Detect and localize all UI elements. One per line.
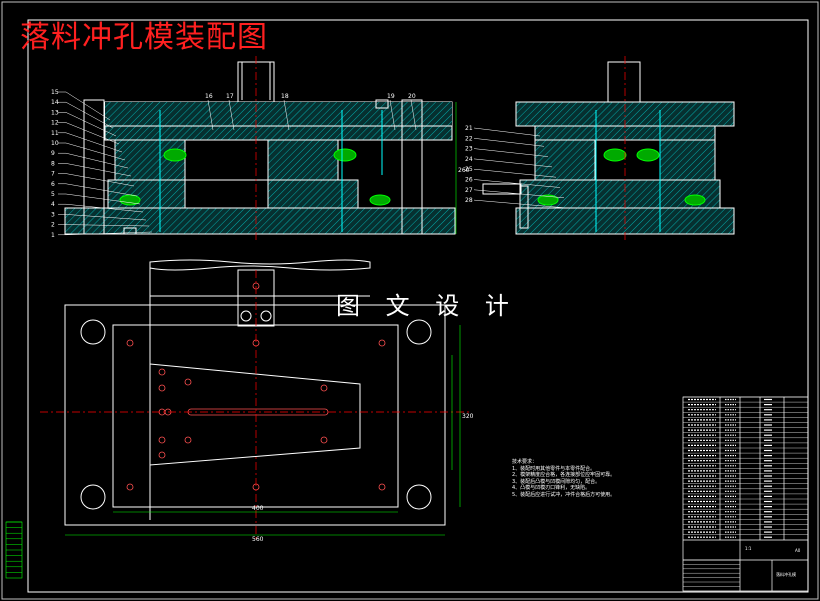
callout-label: 18 (281, 93, 289, 100)
title-block-scale: 1:1 (745, 546, 752, 551)
callout-label: 17 (226, 93, 234, 100)
part-number-label: 24 (465, 156, 473, 163)
front-leader-lines: 15 14 13 12 11 10 9 8 7 6 5 4 3 2 1 (51, 89, 153, 239)
part-number-label: 8 (51, 160, 55, 167)
part-number-label: 25 (465, 166, 473, 173)
part-number-label: 27 (465, 187, 473, 194)
front-section-view: 260 (64, 56, 470, 242)
notes-item: 4、凸模与凹模刃口锋利，无缺陷。 (512, 485, 591, 491)
drawing-frame (27, 19, 809, 593)
part-number-label: 14 (51, 99, 59, 106)
watermark-text: 图 文 设 计 (336, 292, 518, 320)
svg-text:320: 320 (462, 413, 474, 420)
part-number-label: 26 (465, 177, 473, 184)
part-number-label: 7 (51, 171, 55, 178)
svg-text:260: 260 (458, 167, 470, 174)
part-number-label: 6 (51, 181, 55, 188)
part-number-label: 2 (51, 222, 55, 229)
part-number-label: 11 (51, 130, 59, 137)
notes-heading: 技术要求： (512, 459, 538, 465)
callout-label: 19 (387, 93, 395, 100)
technical-notes: 技术要求： 1、装配时用其他零件与本零件配合。 2、模架精度应合格，各连接部位应… (512, 459, 615, 498)
notes-item: 3、装配后凸模与凹模间隙均匀，配合。 (512, 478, 601, 485)
title-block-name: 落料冲孔模 (776, 572, 796, 577)
part-number-label: 1 (51, 232, 55, 239)
notes-item: 1、装配时用其他零件与本零件配合。 (512, 465, 596, 472)
part-number-label: 23 (465, 146, 473, 153)
part-number-label: 15 (51, 89, 59, 96)
part-number-label: 13 (51, 109, 59, 116)
top-callout-labels: 16 17 18 19 20 (205, 93, 417, 131)
drawing-title: 落料冲孔模装配图 (20, 20, 268, 55)
side-section-view (482, 56, 735, 242)
part-number-label: 10 (51, 140, 59, 147)
notes-item: 2、模架精度应合格，各连接部位应牢固可靠。 (512, 472, 616, 478)
part-number-label: 3 (51, 211, 55, 218)
svg-text:400: 400 (252, 505, 264, 512)
part-number-label: 9 (51, 150, 55, 157)
part-number-label: 12 (51, 120, 59, 127)
title-block-sheet: A0 (795, 548, 801, 553)
part-number-label: 4 (51, 201, 55, 208)
title-block (682, 396, 809, 592)
plan-view: 560 400 320 (40, 259, 474, 543)
part-number-label: 5 (51, 191, 55, 198)
callout-label: 16 (205, 93, 213, 100)
part-number-label: 28 (465, 197, 473, 204)
part-number-label: 22 (465, 135, 473, 142)
svg-text:560: 560 (252, 536, 264, 543)
side-leader-lines: 21 22 23 24 25 26 27 28 (465, 125, 569, 209)
callout-label: 20 (408, 93, 416, 100)
notes-item: 5、装配后应进行试冲，冲件合格后方可使用。 (512, 491, 616, 498)
part-number-label: 21 (465, 125, 473, 132)
